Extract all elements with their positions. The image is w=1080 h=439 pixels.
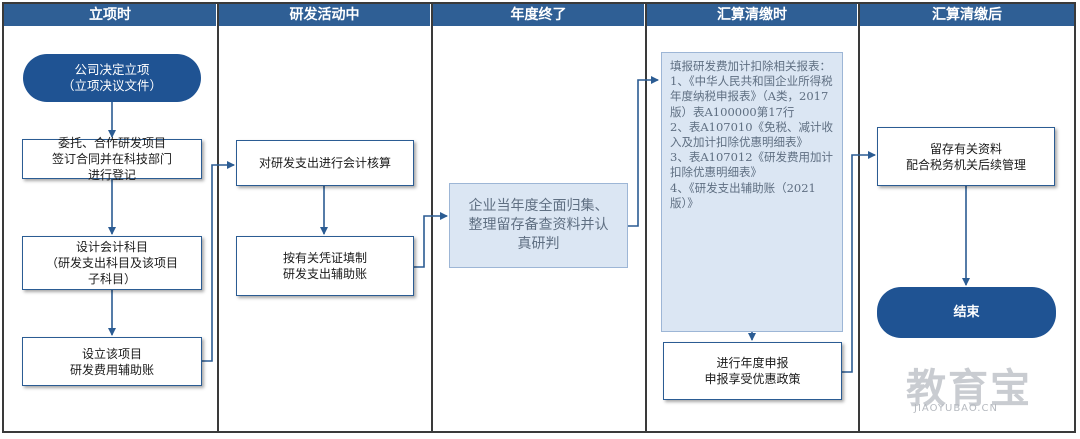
column-header-project-start: 立项时	[4, 4, 216, 26]
node-report-list: 填报研发费加计扣除相关报表： 1、《中华人民共和国企业所得税年度纳税申报表》（A…	[661, 52, 843, 332]
node-project-decision: 公司决定立项 （立项决议文件）	[23, 54, 201, 102]
column-divider	[645, 4, 647, 431]
node-archive-materials: 留存有关资料 配合税务机关后续管理	[877, 127, 1055, 186]
node-set-ledger: 设立该项目 研发费用辅助账	[22, 337, 202, 386]
node-register-contract: 委托、合作研发项目 签订合同并在科技部门 进行登记	[22, 136, 202, 182]
column-header-rd-activity: 研发活动中	[219, 4, 430, 26]
watermark-brand: 教育宝	[906, 366, 1032, 412]
node-end: 结束	[877, 287, 1056, 338]
column-header-settlement: 汇算清缴时	[647, 4, 857, 26]
column-divider	[858, 4, 860, 431]
column-header-year-end: 年度终了	[433, 4, 644, 26]
diagram-frame	[2, 2, 1076, 433]
node-accounting: 对研发支出进行会计核算	[236, 140, 414, 186]
node-fill-voucher-ledger: 按有关凭证填制 研发支出辅助账	[236, 236, 414, 296]
column-header-after-settlement: 汇算清缴后	[860, 4, 1074, 26]
node-year-end-review: 企业当年度全面归集、整理留存备查资料并认真研判	[449, 183, 628, 268]
node-design-subject: 设计会计科目 （研发支出科目及该项目 子科目）	[22, 236, 202, 290]
watermark-domain: JIAOYUBAO.CN	[914, 403, 998, 414]
column-divider	[431, 4, 433, 431]
node-annual-declaration: 进行年度申报 申报享受优惠政策	[663, 342, 842, 400]
column-divider	[217, 4, 219, 431]
